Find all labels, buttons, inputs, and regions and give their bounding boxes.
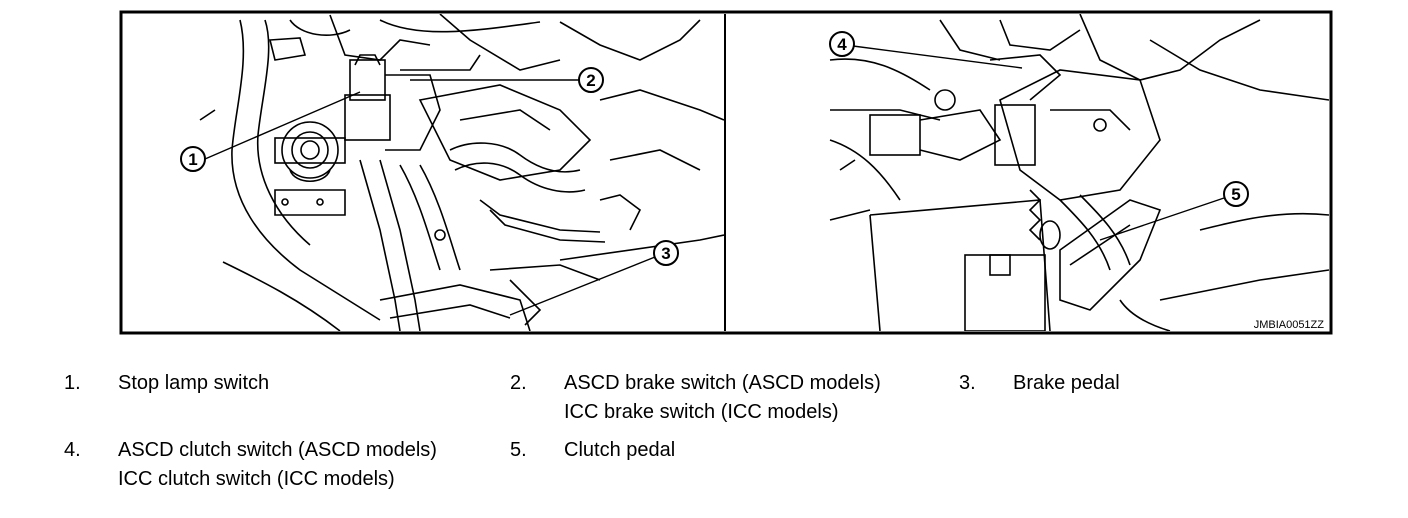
callout-4-label: 4 [837,35,847,54]
legend-number: 4. [64,439,81,461]
callout-3: 3 [509,240,679,316]
legend-number: 1. [64,372,81,394]
legend-text: Clutch pedal [564,439,676,461]
callout-3-label: 3 [661,244,670,263]
callout-1-label: 1 [188,150,197,169]
legend-number: 3. [959,372,976,394]
callout-5-label: 5 [1231,185,1240,204]
legend-text: ASCD clutch switch (ASCD models) [118,439,437,461]
right-panel-drawing [829,14,1329,331]
legend-text-line2: ICC clutch switch (ICC models) [118,468,395,490]
legend-text: Stop lamp switch [118,372,270,394]
legend-text: Brake pedal [1013,372,1120,394]
legend-number: 5. [510,439,527,461]
component-location-figure: 1 2 3 4 5 JMBIA0051ZZ [119,10,1333,335]
callout-4: 4 [829,31,1023,69]
callout-1: 1 [180,91,361,172]
legend-text-line2: ICC brake switch (ICC models) [564,401,839,423]
legend-text: ASCD brake switch (ASCD models) [564,372,881,394]
callout-2: 2 [410,67,604,93]
callout-5: 5 [1099,181,1249,241]
legend-number: 2. [510,372,527,394]
figure-code: JMBIA0051ZZ [1254,319,1325,331]
left-panel-drawing [199,14,724,331]
callout-2-label: 2 [586,71,595,90]
